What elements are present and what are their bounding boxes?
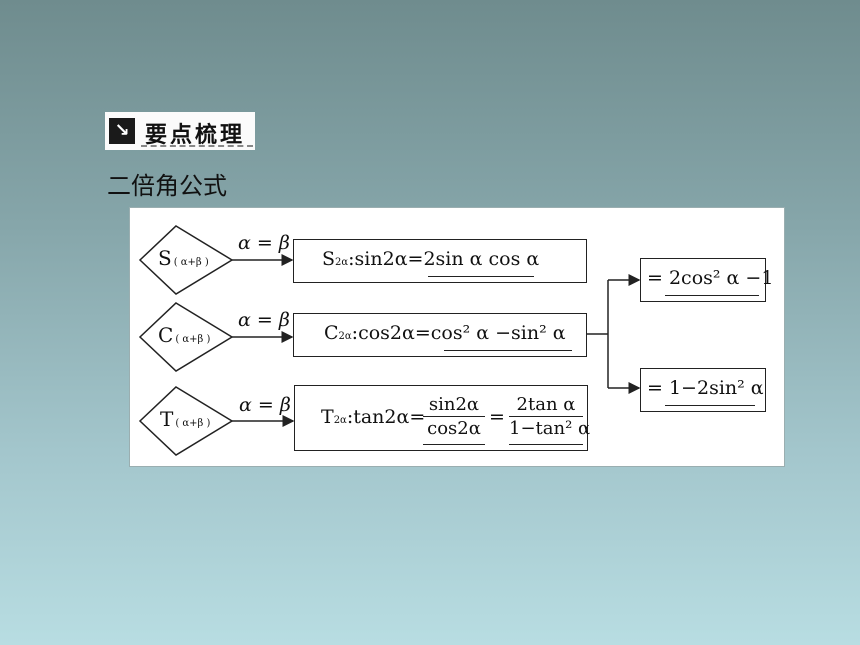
formula-diagram: S( α+β ) C( α+β ) T( α+β ) α = β α = β α…: [129, 207, 785, 467]
tan-answer-underline-2: [509, 444, 583, 445]
badge-title: 要点梳理: [145, 123, 246, 148]
cos-answer-underline: [444, 350, 572, 351]
cos-formula: C2α:cos2α=cos² α −sin² α: [324, 322, 566, 344]
condition-t: α = β: [239, 394, 291, 416]
fraction-2-numerator: 2tan α: [516, 394, 576, 415]
arrow-icon: ↘: [109, 118, 135, 144]
diamond-t-label: T( α+β ): [160, 407, 211, 431]
fraction-1-numerator: sin2α: [428, 394, 480, 415]
cos-alt-form-1-box: = 2cos² α −1: [640, 258, 773, 302]
fraction-2-bar: [509, 416, 583, 417]
sin-double-angle-box: S2α:sin2α=2sin α cos α: [293, 239, 587, 283]
diagram-connectors: [138, 225, 641, 456]
fraction-2-denominator: 1−tan² α: [509, 418, 591, 439]
badge-underline: [141, 145, 253, 147]
tan-formula-head: T2α:tan2α=: [321, 406, 426, 428]
tan-double-angle-box: T2α:tan2α= sin2α cos2α = 2tan α 1−tan² α: [294, 385, 591, 451]
diamond-s: [138, 225, 234, 295]
key-points-badge: ↘ 要点梳理: [105, 112, 255, 150]
tan-fraction-2: 2tan α 1−tan² α: [509, 394, 591, 439]
diamond-t: [138, 386, 234, 456]
fraction-1-denominator: cos2α: [427, 418, 481, 439]
cos-alt-2-underline: [665, 405, 755, 406]
tan-fraction-1: sin2α cos2α: [423, 394, 485, 439]
condition-c: α = β: [238, 309, 290, 331]
diamond-c: [138, 302, 234, 372]
cos-alt-form-1: = 2cos² α −1: [647, 267, 774, 289]
cos-alt-1-underline: [665, 295, 759, 296]
section-title: 二倍角公式: [107, 172, 227, 200]
cos-alt-form-2: = 1−2sin² α: [647, 377, 764, 399]
diamond-c-label: C( α+β ): [158, 323, 211, 347]
tan-equals: =: [489, 406, 505, 428]
tan-answer-underline-1: [423, 444, 485, 445]
sin-answer-underline: [428, 276, 534, 277]
cos-double-angle-box: C2α:cos2α=cos² α −sin² α: [293, 313, 587, 357]
fraction-1-bar: [423, 416, 485, 417]
condition-s: α = β: [238, 232, 290, 254]
cos-alt-form-2-box: = 1−2sin² α: [640, 368, 766, 412]
diamond-s-label: S( α+β ): [158, 246, 209, 270]
sin-formula: S2α:sin2α=2sin α cos α: [322, 248, 540, 270]
